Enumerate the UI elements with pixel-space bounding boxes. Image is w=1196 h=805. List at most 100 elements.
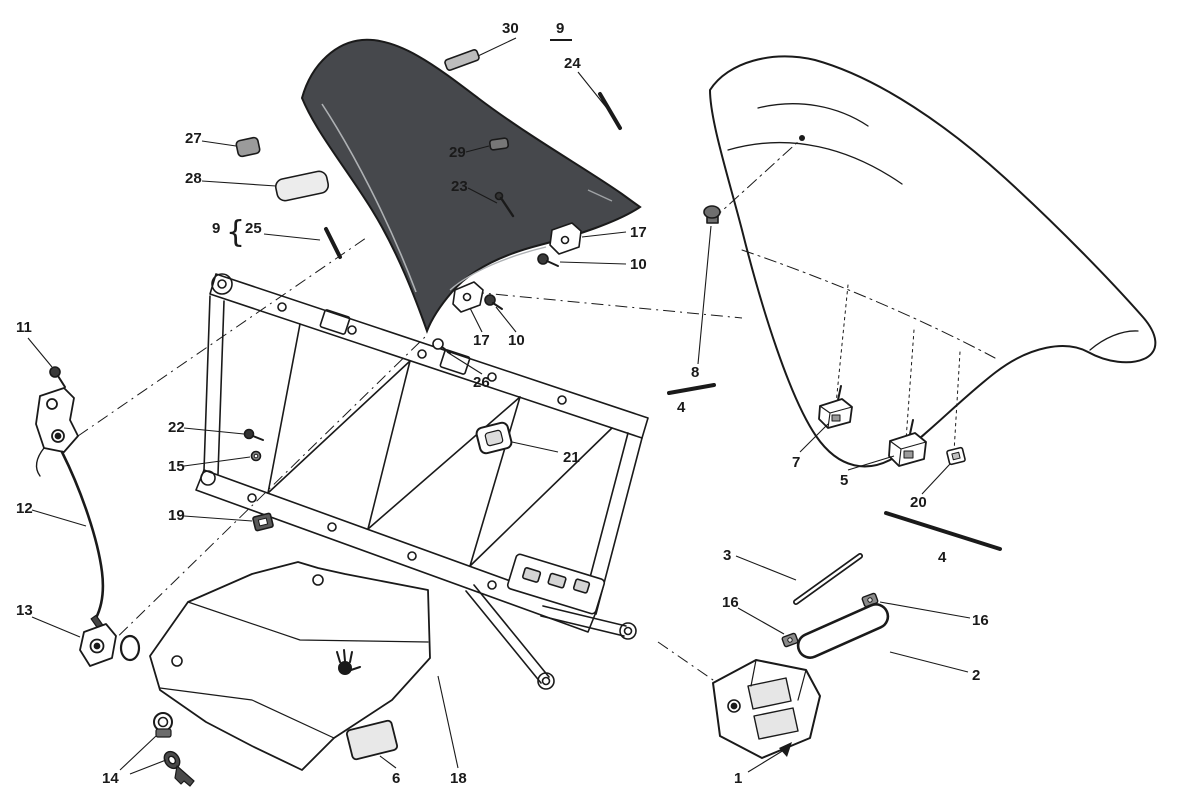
arrowhead: [779, 742, 792, 757]
seat-stitch-line: [741, 249, 996, 359]
leader: [581, 231, 627, 238]
subframe-hanger-tube: [542, 605, 627, 627]
part-20-washer: [946, 446, 966, 466]
leader: [469, 307, 483, 333]
callout-4: 4: [938, 549, 947, 566]
leader: [201, 180, 277, 187]
callout-26: 26: [473, 374, 490, 391]
callout-22: 22: [168, 419, 185, 436]
callout-29: 29: [449, 144, 466, 161]
leader: [465, 145, 490, 153]
subframe-hole: [557, 395, 567, 405]
subframe-hanger-cap: [619, 622, 637, 640]
leader: [31, 616, 81, 638]
leader: [921, 463, 951, 495]
callout-7: 7: [792, 454, 800, 471]
part-12-cable: [60, 450, 112, 647]
subframe-lower-beam: [195, 469, 597, 633]
callout-23: 23: [451, 178, 468, 195]
cowl-tip-line: [587, 189, 613, 202]
subframe-hole: [247, 493, 257, 503]
callout-13: 13: [16, 602, 33, 619]
subframe: [195, 273, 649, 690]
callout-12: 12: [16, 500, 33, 517]
callout-10: 10: [630, 256, 647, 273]
callout-9: 9: [212, 220, 220, 237]
part-16-nut-left: [781, 632, 799, 648]
centerline: [657, 641, 743, 701]
part-11-screw: [49, 366, 66, 388]
seat-tail-hook-line: [1089, 330, 1139, 351]
leader: [511, 441, 559, 453]
leader: [747, 749, 785, 773]
undertray-fold-line: [159, 687, 335, 739]
part-25-strip: [324, 227, 342, 259]
seat-crease: [727, 141, 903, 185]
undertray-part-18: [149, 561, 431, 771]
leader: [495, 306, 517, 333]
leader: [129, 759, 167, 775]
part-14-key: [163, 750, 195, 787]
subframe-diagonal: [267, 360, 411, 494]
part-5-bumper: [888, 419, 927, 467]
cowl-slot: [368, 221, 384, 247]
callout-8: 8: [691, 364, 699, 381]
part-3-rod: [793, 553, 863, 605]
subframe-front-tube: [217, 300, 225, 475]
subframe-hole: [417, 349, 427, 359]
subframe-hole: [347, 325, 357, 335]
leader: [27, 337, 53, 368]
leader: [879, 601, 971, 619]
part-14-clamp: [153, 712, 173, 738]
small-parts: [235, 49, 1002, 761]
subframe-hanger-tube: [465, 590, 542, 684]
leader: [477, 37, 517, 57]
part-4-strip-right: [884, 511, 1002, 551]
part-6-pad: [346, 719, 398, 761]
seat-crease: [757, 103, 869, 127]
subframe-diagonal: [367, 396, 521, 530]
callout-25: 25: [245, 220, 262, 237]
part-2-wire-loop: [796, 603, 890, 659]
part-10-screw-upper: [537, 253, 559, 267]
subframe-hole: [487, 580, 497, 590]
leader: [577, 71, 611, 113]
callout-17: 17: [630, 224, 647, 241]
leader: [847, 455, 895, 471]
part-4-strip-left: [667, 383, 716, 395]
leader: [183, 515, 253, 522]
leader: [437, 675, 459, 769]
seat-mount-centerline: [711, 139, 801, 221]
part-22-screw: [243, 428, 264, 441]
leader: [183, 427, 245, 435]
callout-16: 16: [972, 612, 989, 629]
callout-4: 4: [677, 399, 686, 416]
subframe-hole: [487, 372, 497, 382]
callout-10: 10: [508, 332, 525, 349]
part-1-bracket: [712, 659, 821, 759]
callout-19: 19: [168, 507, 185, 524]
seat-shape: [709, 55, 1157, 468]
cowl-edge-line: [449, 246, 547, 291]
leader: [31, 509, 87, 527]
callout-6: 6: [392, 770, 400, 787]
bumper-projection-line: [835, 284, 849, 405]
part-19-clip: [252, 512, 274, 532]
subframe-hole: [407, 551, 417, 561]
leader: [119, 735, 157, 771]
subframe-diagonal: [469, 427, 613, 567]
callout-brace: {: [226, 215, 245, 250]
subframe-bracket: [319, 309, 351, 335]
undertray-shape: [149, 561, 431, 771]
callout-24: 24: [564, 55, 581, 72]
subframe-hanger-cap: [537, 672, 555, 690]
centerline: [471, 291, 743, 319]
leader: [183, 456, 251, 467]
callout-14: 14: [102, 770, 119, 787]
callout-18: 18: [450, 770, 467, 787]
seat-mount-point: [799, 135, 805, 141]
bumper-projection-line: [905, 329, 915, 441]
